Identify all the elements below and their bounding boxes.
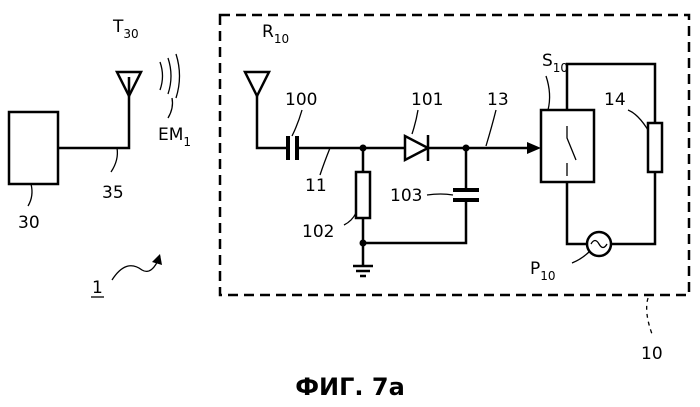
leader-101: [412, 110, 418, 134]
label-30: 30: [18, 213, 40, 233]
leader-100: [292, 110, 302, 136]
leader-10: [647, 298, 652, 334]
label-35: 35: [102, 183, 124, 203]
figure-caption: ФИГ. 7a: [295, 373, 405, 401]
em-waves: [160, 54, 180, 98]
label-14: 14: [604, 90, 626, 110]
resistor-102: [356, 172, 370, 218]
label-r10: R10: [262, 22, 289, 46]
label-103: 103: [390, 186, 422, 206]
label-100: 100: [285, 90, 317, 110]
antenna-r10: [245, 72, 269, 96]
arrow-13-head: [527, 142, 541, 154]
label-1: 1: [92, 278, 103, 298]
switch-s10-contact: [567, 126, 576, 176]
label-s10: S10: [542, 51, 568, 75]
receiver-box-10: [220, 15, 689, 295]
leader-102: [344, 213, 356, 225]
label-p10: P10: [530, 259, 556, 283]
arrow-1: [112, 256, 160, 280]
leader-30: [28, 184, 32, 206]
ground-symbol: [353, 266, 373, 276]
label-101: 101: [411, 90, 443, 110]
leader-14: [628, 110, 648, 130]
label-11: 11: [305, 176, 327, 196]
diode-101: [405, 135, 428, 161]
wire-35: [58, 77, 129, 148]
label-13: 13: [487, 90, 509, 110]
device-30-box: [9, 112, 58, 184]
label-em1: EM1: [158, 125, 191, 149]
leader-11: [320, 148, 330, 175]
resistor-14: [648, 123, 662, 172]
leader-13: [486, 110, 496, 146]
label-10: 10: [641, 344, 663, 364]
source-p10-wave: [591, 241, 607, 248]
label-102: 102: [302, 222, 334, 242]
leader-p10: [572, 251, 590, 263]
leader-em1: [168, 98, 173, 118]
leader-103: [427, 194, 453, 195]
label-t30: T30: [112, 17, 139, 41]
leader-35: [111, 148, 117, 172]
arrow-1-head: [152, 254, 162, 265]
leader-s10: [546, 76, 550, 110]
